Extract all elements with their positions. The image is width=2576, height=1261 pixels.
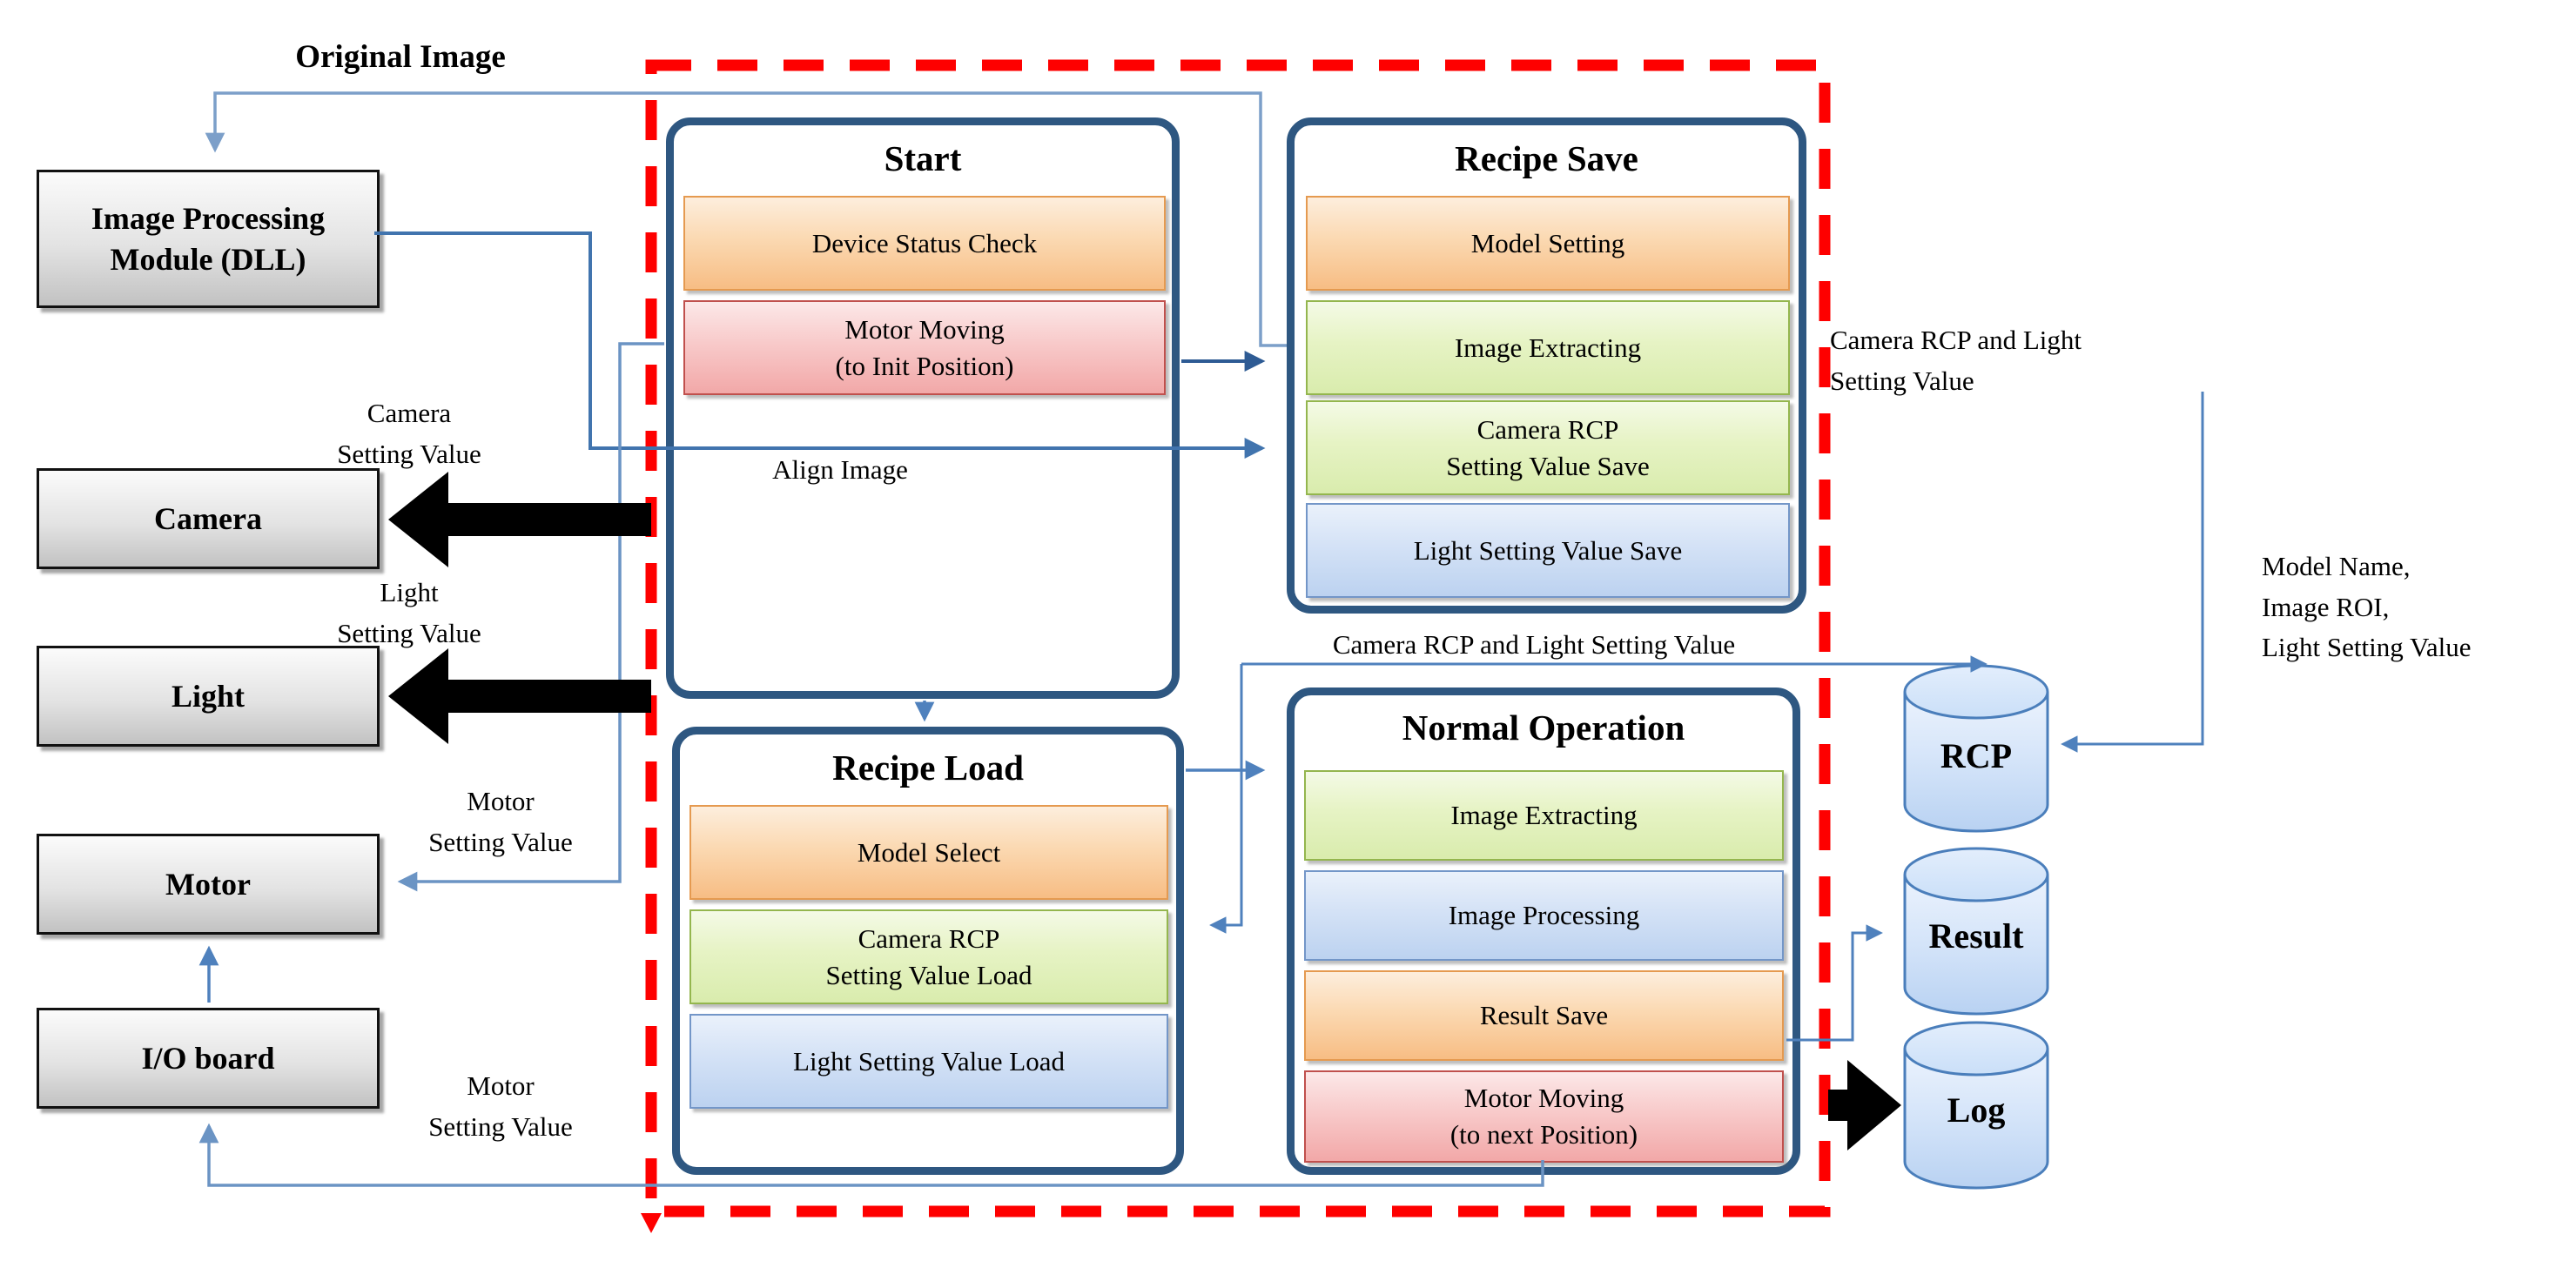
step-device-status-check: Device Status Check: [683, 196, 1166, 291]
label-motor-setting-value-upper: Motor Setting Value: [428, 786, 573, 857]
step-motor-moving-next: Motor Moving (to next Position): [1304, 1070, 1784, 1163]
step-camera-rcp-value-save: Camera RCP Setting Value Save: [1306, 400, 1790, 495]
step-light-value-save: Light Setting Value Save: [1306, 503, 1790, 598]
label-light-setting-value: Light Setting Value: [337, 577, 481, 648]
note-align-image: Align Image: [772, 454, 908, 485]
label-motor-setting-value-lower: Motor Setting Value: [428, 1070, 573, 1142]
module-motor: Motor: [37, 834, 380, 935]
step-image-processing: Image Processing: [1304, 870, 1784, 961]
module-image-processing-dll: Image Processing Module (DLL): [37, 170, 380, 308]
group-start-title: Start: [884, 138, 962, 178]
step-image-extracting-save: Image Extracting: [1306, 300, 1790, 395]
result-cylinder: [1903, 847, 2049, 1016]
group-normal-operation-title: Normal Operation: [1402, 708, 1685, 748]
label-rcp-contents: Model Name, Image ROI, Light Setting Val…: [2262, 551, 2472, 662]
log-cylinder: [1903, 1021, 2049, 1190]
db-label-log: Log: [1947, 1090, 2006, 1130]
group-recipe-save-title: Recipe Save: [1455, 138, 1638, 178]
db-label-rcp: RCP: [1940, 736, 2013, 775]
step-model-select: Model Select: [689, 805, 1168, 900]
step-model-setting: Model Setting: [1306, 196, 1790, 291]
module-io-board: I/O board: [37, 1008, 380, 1109]
db-label-result: Result: [1928, 916, 2024, 956]
step-light-value-load: Light Setting Value Load: [689, 1014, 1168, 1109]
label-camera-rcp-top-right: Camera RCP and Light Setting Value: [1830, 325, 2082, 396]
step-motor-moving-init: Motor Moving (to Init Position): [683, 300, 1166, 395]
label-original-image: Original Image: [295, 39, 506, 75]
step-image-extracting-normal: Image Extracting: [1304, 770, 1784, 861]
step-camera-rcp-value-load: Camera RCP Setting Value Load: [689, 909, 1168, 1004]
module-light: Light: [37, 646, 380, 747]
label-camera-setting-value: Camera Setting Value: [337, 398, 481, 469]
group-recipe-load-title: Recipe Load: [832, 748, 1024, 788]
module-camera: Camera: [37, 468, 380, 569]
step-result-save: Result Save: [1304, 970, 1784, 1061]
label-camera-rcp-mid: Camera RCP and Light Setting Value: [1332, 629, 1736, 660]
